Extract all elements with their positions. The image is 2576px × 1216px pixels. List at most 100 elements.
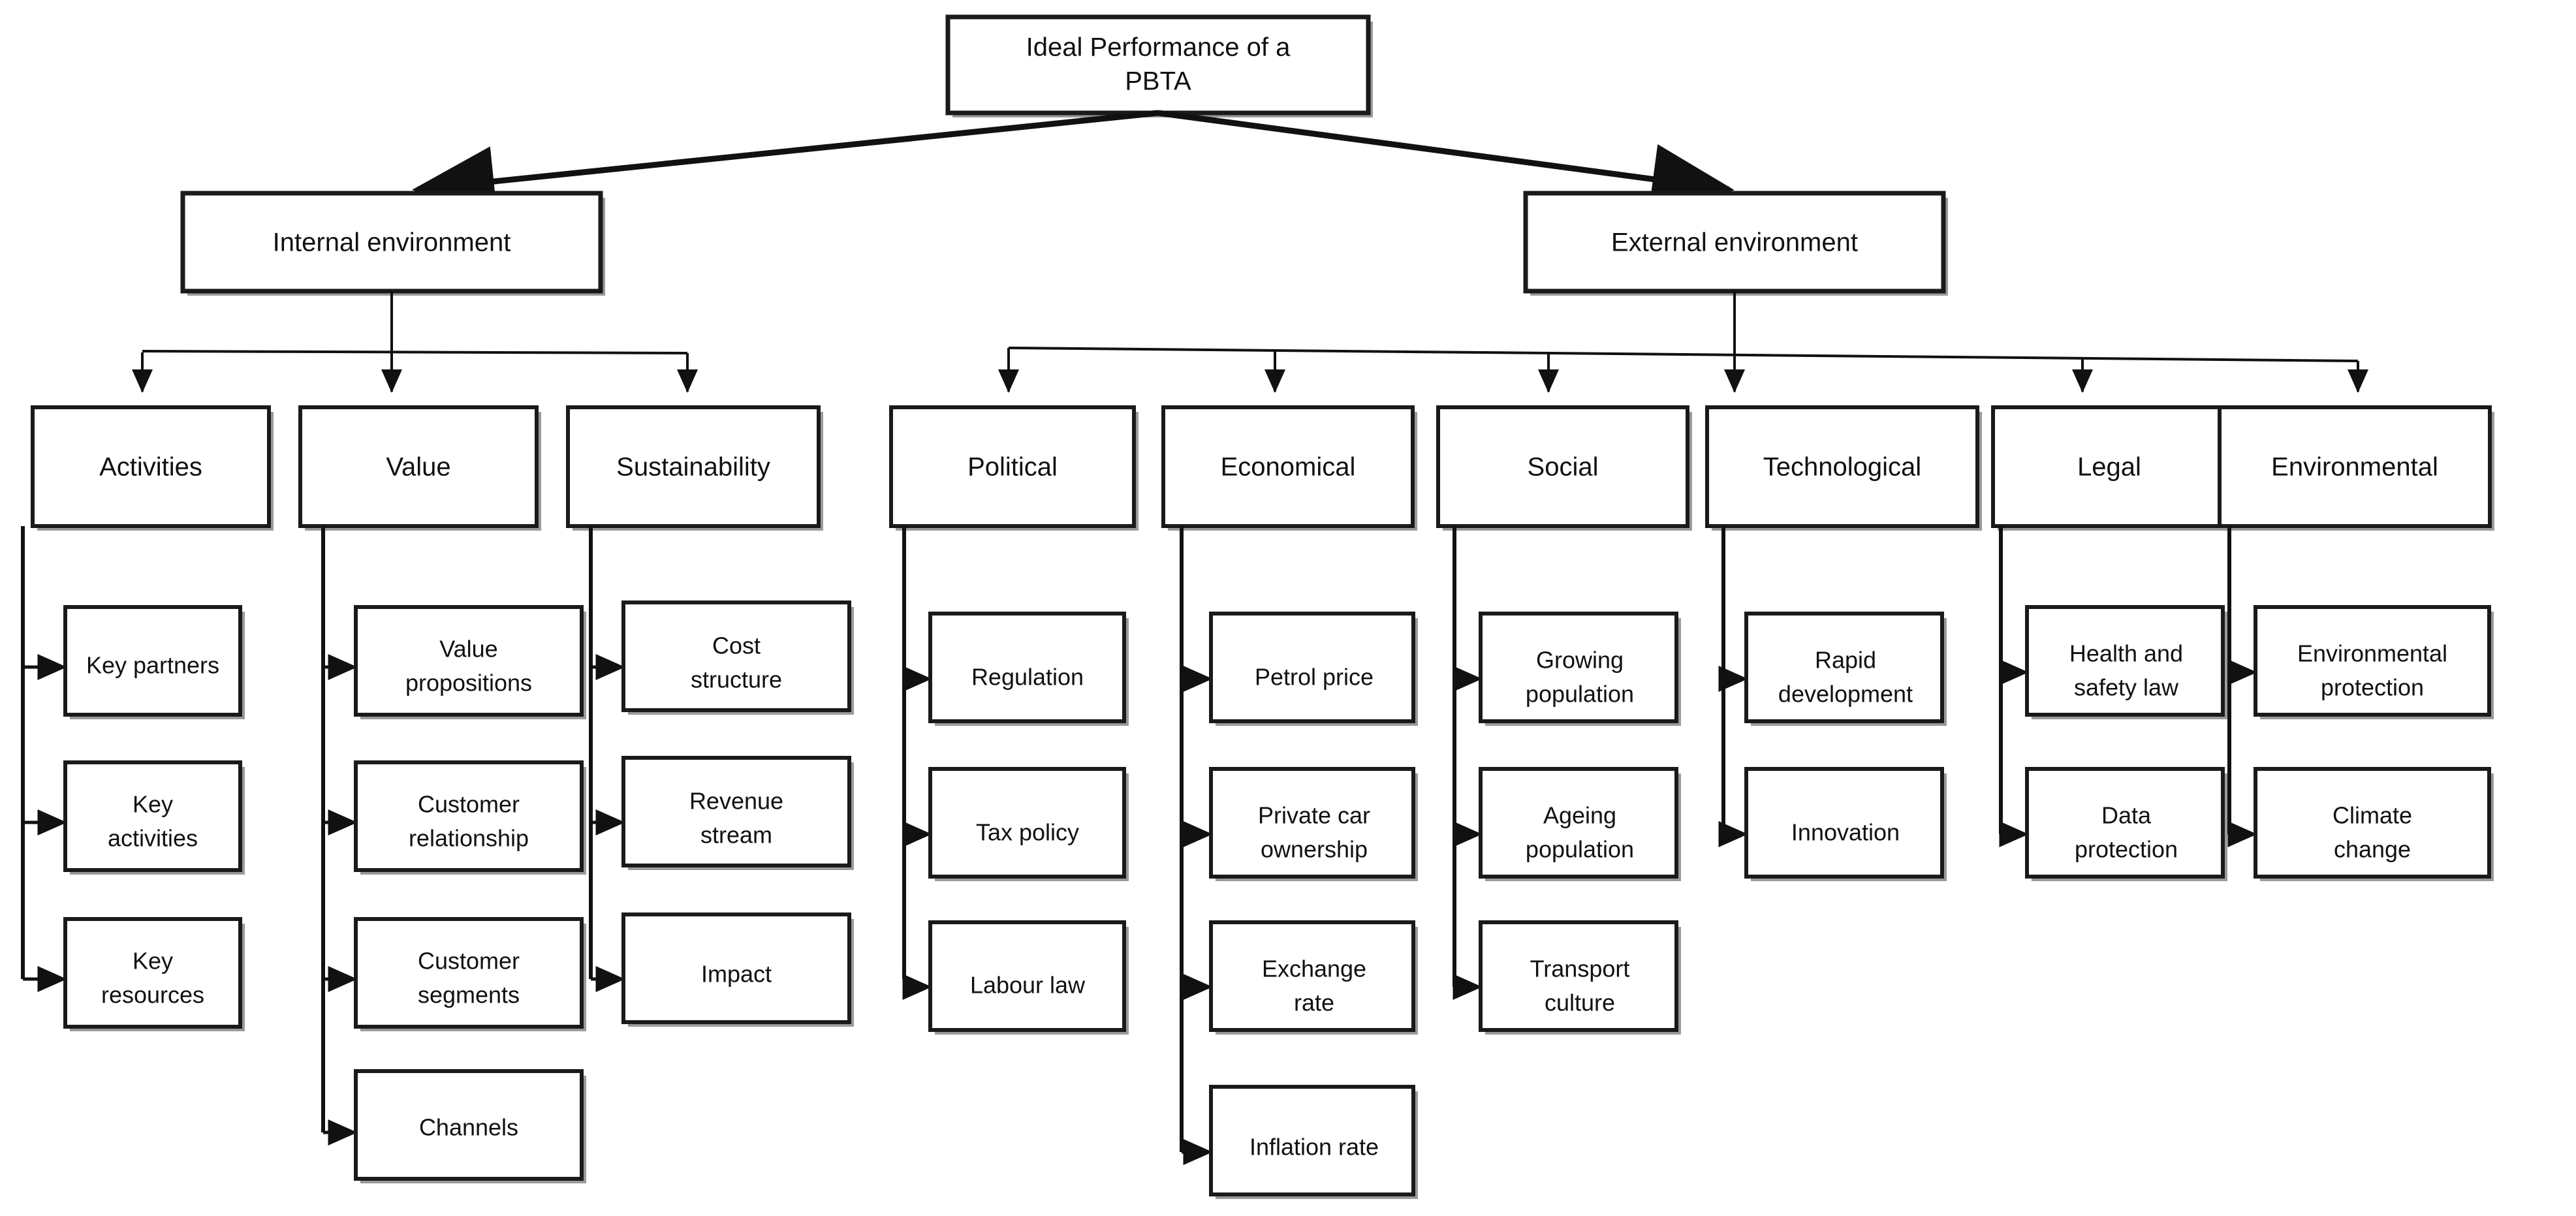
node-leaf-labour-law-line1: Labour law	[970, 972, 1086, 999]
node-leaf-rapid-development-line2: development	[1778, 681, 1913, 708]
node-leaf-impact[interactable]: Impact	[621, 912, 854, 1027]
connector-social-trunk	[1453, 526, 1483, 1000]
node-leaf-rapid-development-line1: Rapid	[1815, 647, 1876, 674]
node-leaf-value-propositions[interactable]: Value propositions	[354, 605, 586, 719]
node-leaf-growing-population-line2: population	[1526, 681, 1634, 708]
node-leaf-environmental-protection-line2: protection	[2321, 674, 2424, 701]
node-category-activities[interactable]: Activities	[31, 405, 274, 531]
connector-economical-trunk	[1180, 526, 1213, 1165]
node-external-environment-label: External environment	[1611, 228, 1858, 257]
node-category-activities-label: Activities	[99, 453, 202, 482]
node-root-line1: Ideal Performance of a	[1026, 33, 1291, 62]
node-leaf-growing-population[interactable]: Growing population	[1479, 612, 1681, 726]
connector-legal-trunk	[1999, 526, 2029, 847]
node-leaf-transport-culture-line1: Transport	[1530, 956, 1630, 982]
node-leaf-exchange-rate[interactable]: Exchange rate	[1209, 920, 1418, 1035]
node-leaf-rapid-development[interactable]: Rapid development	[1744, 612, 1947, 726]
node-category-political-label: Political	[967, 453, 1058, 482]
node-category-economical[interactable]: Economical	[1161, 405, 1417, 531]
node-leaf-transport-culture-line2: culture	[1545, 990, 1615, 1016]
node-leaf-customer-relationship-line2: relationship	[409, 825, 529, 852]
node-root-line2: PBTA	[1125, 67, 1191, 96]
node-external-environment[interactable]: External environment	[1523, 191, 1948, 296]
node-leaf-regulation-line1: Regulation	[971, 664, 1084, 691]
connector-technological-trunk	[1718, 526, 1748, 847]
connector-value-trunk	[321, 526, 358, 1146]
node-category-value[interactable]: Value	[298, 405, 541, 531]
node-leaf-ageing-population-line1: Ageing	[1543, 802, 1616, 829]
node-category-sustainability[interactable]: Sustainability	[566, 405, 823, 531]
node-category-value-label: Value	[386, 453, 450, 482]
node-category-technological-label: Technological	[1763, 453, 1921, 482]
node-leaf-key-activities[interactable]: Key activities	[63, 760, 245, 875]
connector-sustainability-trunk	[589, 526, 625, 992]
node-leaf-customer-relationship[interactable]: Customer relationship	[354, 760, 586, 875]
node-leaf-innovation-line1: Innovation	[1791, 819, 1900, 846]
node-leaf-revenue-stream[interactable]: Revenue stream	[621, 756, 854, 870]
node-leaf-tax-policy[interactable]: Tax policy	[928, 767, 1129, 881]
node-leaf-petrol-price[interactable]: Petrol price	[1209, 612, 1418, 726]
node-leaf-innovation[interactable]: Innovation	[1744, 767, 1947, 881]
node-leaf-inflation-rate[interactable]: Inflation rate	[1209, 1085, 1418, 1199]
node-leaf-tax-policy-line1: Tax policy	[976, 819, 1079, 846]
node-category-legal[interactable]: Legal	[1991, 405, 2230, 531]
node-internal-environment-label: Internal environment	[273, 228, 511, 257]
connector-political-trunk	[902, 526, 932, 1000]
node-leaf-health-and-safety-law-line1: Health and	[2069, 640, 2183, 667]
node-leaf-environmental-protection-line1: Environmental	[2297, 640, 2447, 667]
node-leaf-impact-line1: Impact	[701, 961, 772, 988]
node-leaf-key-partners[interactable]: Key partners	[63, 605, 245, 719]
node-leaf-climate-change-line2: change	[2334, 836, 2411, 863]
node-leaf-data-protection-line1: Data	[2101, 802, 2152, 829]
node-leaf-labour-law[interactable]: Labour law	[928, 920, 1129, 1035]
node-leaf-environmental-protection[interactable]: Environmental protection	[2254, 605, 2494, 719]
node-leaf-climate-change-line1: Climate	[2333, 802, 2412, 829]
connector-activities-trunk	[21, 526, 67, 992]
node-category-environmental-label: Environmental	[2271, 453, 2438, 482]
node-leaf-regulation[interactable]: Regulation	[928, 612, 1129, 726]
node-leaf-channels-line1: Channels	[419, 1114, 518, 1141]
node-leaf-key-resources[interactable]: Key resources	[63, 917, 245, 1031]
connector-root-to-branches	[412, 110, 1735, 217]
node-leaf-cost-structure-line1: Cost	[712, 632, 761, 659]
node-root[interactable]: Ideal Performance of a PBTA	[945, 14, 1373, 117]
node-leaf-customer-segments-line2: segments	[418, 982, 520, 1008]
node-leaf-value-propositions-line1: Value	[439, 636, 497, 663]
node-leaf-key-partners-line1: Key partners	[86, 652, 219, 679]
node-leaf-cost-structure[interactable]: Cost structure	[621, 600, 854, 715]
node-category-technological[interactable]: Technological	[1705, 405, 1982, 531]
node-leaf-data-protection-line2: protection	[2075, 836, 2178, 863]
node-leaf-private-car-ownership[interactable]: Private car ownership	[1209, 767, 1418, 881]
node-category-economical-label: Economical	[1221, 453, 1356, 482]
node-leaf-key-resources-line2: resources	[101, 982, 204, 1008]
node-leaf-key-resources-line1: Key	[133, 948, 173, 974]
node-category-social-label: Social	[1528, 453, 1599, 482]
node-leaf-private-car-ownership-line1: Private car	[1258, 802, 1370, 829]
node-internal-environment[interactable]: Internal environment	[180, 191, 605, 296]
node-leaf-customer-relationship-line1: Customer	[418, 791, 520, 818]
node-category-social[interactable]: Social	[1436, 405, 1692, 531]
node-leaf-transport-culture[interactable]: Transport culture	[1479, 920, 1681, 1035]
node-leaf-revenue-stream-line2: stream	[700, 822, 772, 849]
node-leaf-channels[interactable]: Channels	[354, 1069, 586, 1183]
node-leaf-ageing-population[interactable]: Ageing population	[1479, 767, 1681, 881]
node-leaf-data-protection[interactable]: Data protection	[2025, 767, 2227, 881]
connector-internal-bus	[132, 291, 698, 393]
node-leaf-value-propositions-line2: propositions	[405, 670, 532, 696]
node-category-legal-label: Legal	[2077, 453, 2141, 482]
node-category-sustainability-label: Sustainability	[616, 453, 770, 482]
node-leaf-climate-change[interactable]: Climate change	[2254, 767, 2494, 881]
connector-external-bus	[998, 291, 2368, 393]
node-leaf-cost-structure-line2: structure	[691, 666, 782, 693]
node-leaf-health-and-safety-law[interactable]: Health and safety law	[2025, 605, 2227, 719]
node-category-environmental[interactable]: Environmental	[2218, 405, 2494, 531]
node-leaf-inflation-rate-line1: Inflation rate	[1249, 1134, 1379, 1161]
node-category-political[interactable]: Political	[889, 405, 1139, 531]
node-leaf-key-activities-line1: Key	[133, 791, 173, 818]
node-leaf-petrol-price-line1: Petrol price	[1255, 664, 1374, 691]
node-leaf-key-activities-line2: activities	[108, 825, 198, 852]
node-leaf-customer-segments[interactable]: Customer segments	[354, 917, 586, 1031]
node-leaf-private-car-ownership-line2: ownership	[1261, 836, 1368, 863]
